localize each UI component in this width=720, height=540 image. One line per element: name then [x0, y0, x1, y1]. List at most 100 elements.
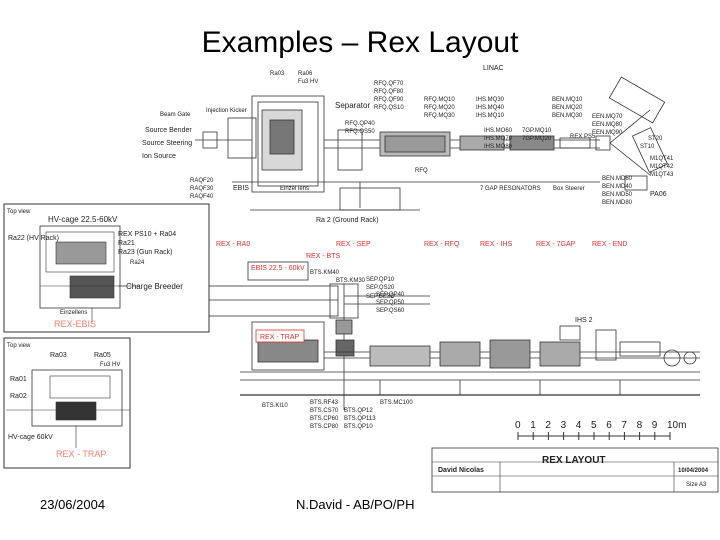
top-labels: LINAC Ra03 Ra06 Fu3 HV Beam Gate Injecti… [142, 65, 674, 224]
svg-text:EEN.MQ90: EEN.MQ90 [592, 130, 623, 136]
svg-text:RFQ.QF90: RFQ.QF90 [374, 97, 404, 103]
svg-text:BTS.CP60: BTS.CP60 [310, 416, 339, 422]
svg-text:HV-cage 22.5-60kV: HV-cage 22.5-60kV [48, 215, 118, 224]
svg-text:RFQ.QS10: RFQ.QS10 [374, 105, 404, 111]
svg-text:SEP.QS60: SEP.QS60 [376, 308, 405, 314]
svg-text:Fu3 HV: Fu3 HV [298, 79, 318, 85]
svg-text:REX - IHS: REX - IHS [480, 241, 513, 248]
svg-text:Source Steering: Source Steering [142, 140, 192, 147]
svg-text:Ra05: Ra05 [94, 352, 111, 359]
svg-text:Injection Kicker: Injection Kicker [206, 108, 247, 114]
svg-text:Beam Gate: Beam Gate [160, 112, 191, 118]
svg-text:REX - SEP: REX - SEP [336, 241, 371, 248]
scale-label: 6 [606, 420, 612, 431]
scale-label: 10m [667, 420, 686, 431]
svg-text:BTS.CP80: BTS.CP80 [310, 424, 339, 430]
svg-text:Ra03: Ra03 [50, 352, 67, 359]
svg-text:IHS.MO60: IHS.MO60 [484, 128, 513, 134]
slide-title: Examples – Rex Layout [201, 26, 519, 59]
svg-text:Box Steerer: Box Steerer [553, 186, 585, 192]
svg-text:REX PS10 + Ra04: REX PS10 + Ra04 [118, 231, 176, 238]
svg-text:ST10: ST10 [640, 144, 655, 150]
svg-text:BTS.KI10: BTS.KI10 [262, 403, 288, 409]
title-block: David Nicolas REX LAYOUT 10/04/2004 Size… [431, 447, 719, 493]
svg-text:M1QT41: M1QT41 [650, 156, 674, 162]
svg-text:BEN.MD40: BEN.MD40 [602, 184, 633, 190]
svg-text:BEN.MQ10: BEN.MQ10 [552, 97, 583, 103]
svg-text:REX - RFQ: REX - RFQ [424, 241, 460, 248]
side-elevation [207, 261, 700, 410]
scale-label: 9 [652, 420, 658, 431]
scale-label: 4 [576, 420, 582, 431]
svg-text:Charge Breeder: Charge Breeder [126, 282, 183, 291]
svg-text:RFQ: RFQ [415, 168, 428, 174]
scale-label: 7 [621, 420, 627, 431]
svg-text:IHS.MQ40: IHS.MQ40 [476, 105, 505, 111]
svg-text:RAQF40: RAQF40 [190, 194, 214, 200]
svg-text:IHS.MQ10: IHS.MQ10 [476, 113, 505, 119]
svg-text:LINAC: LINAC [483, 65, 504, 72]
svg-text:EBIS 22.5 - 60kV: EBIS 22.5 - 60kV [251, 265, 305, 272]
svg-text:M1QT43: M1QT43 [650, 172, 674, 178]
inset-rex-ebis: Top view HV-cage 22.5-60kV Ra22 (HV Rack… [3, 203, 210, 333]
top-layout [195, 76, 669, 211]
svg-text:REX LAYOUT: REX LAYOUT [542, 455, 606, 466]
svg-text:IHS.MO70: IHS.MO70 [484, 136, 513, 142]
svg-text:David Nicolas: David Nicolas [438, 467, 484, 474]
svg-text:Ra24: Ra24 [130, 260, 145, 266]
svg-text:EBIS: EBIS [233, 185, 249, 192]
scale-label: 0 [515, 420, 521, 431]
svg-text:Ra21: Ra21 [118, 240, 135, 247]
svg-text:ST20: ST20 [648, 136, 663, 142]
svg-text:Einzel lens: Einzel lens [280, 186, 309, 192]
svg-text:HV-cage 60kV: HV-cage 60kV [8, 434, 53, 441]
svg-text:Ra03: Ra03 [270, 71, 285, 77]
scale-label: 2 [545, 420, 551, 431]
svg-text:RFQ.QF70: RFQ.QF70 [374, 81, 404, 87]
footer-date: 23/06/2004 [40, 497, 106, 512]
mid-labels: BTS.KM30 BTS.KM40 SEP.QP10 SEP.QS20 SEP.… [255, 270, 593, 430]
svg-text:BTS.MC100: BTS.MC100 [380, 400, 413, 406]
svg-text:BTS.QP113: BTS.QP113 [344, 416, 376, 422]
svg-text:REX - END: REX - END [592, 241, 627, 248]
svg-text:Ra23 (Gun Rack): Ra23 (Gun Rack) [118, 249, 172, 256]
svg-text:RFQ.MQ10: RFQ.MQ10 [424, 97, 455, 103]
svg-text:BTS.KM30: BTS.KM30 [336, 278, 366, 284]
section-labels: REX - RA0 REX - SEP REX - RFQ REX - IHS … [216, 241, 627, 272]
svg-text:7GP.MQ10: 7GP.MQ10 [522, 128, 552, 134]
svg-text:IHS.MO80: IHS.MO80 [484, 144, 513, 150]
svg-text:10/04/2004: 10/04/2004 [678, 468, 709, 474]
scale-label: 5 [591, 420, 597, 431]
svg-text:Size A3: Size A3 [686, 482, 707, 488]
svg-text:BTS.KM40: BTS.KM40 [310, 270, 340, 276]
svg-text:REX-EBIS: REX-EBIS [54, 319, 96, 329]
svg-text:SEP.QP10: SEP.QP10 [366, 277, 395, 283]
scale-label: 3 [561, 420, 567, 431]
svg-text:SEP.QS20: SEP.QS20 [366, 285, 395, 291]
svg-text:RFQ.MQ20: RFQ.MQ20 [424, 105, 455, 111]
svg-text:REX PS5: REX PS5 [570, 134, 596, 140]
svg-text:RFQ.QP40: RFQ.QP40 [345, 121, 375, 127]
svg-text:PA06: PA06 [650, 191, 667, 198]
svg-text:BTS.QP12: BTS.QP12 [344, 408, 373, 414]
svg-text:RFQ.MQ30: RFQ.MQ30 [424, 113, 455, 119]
svg-text:Ra02: Ra02 [10, 393, 27, 400]
svg-text:IHS.MQ30: IHS.MQ30 [476, 97, 505, 103]
svg-text:BTS.CS70: BTS.CS70 [310, 408, 339, 414]
svg-text:Ra 2 (Ground Rack): Ra 2 (Ground Rack) [316, 217, 379, 224]
svg-text:BTS.RF43: BTS.RF43 [310, 400, 339, 406]
inset-rex-trap: Top view Ra03 Ra05 Fu3 HV Ra01 Ra02 HV-c… [3, 337, 131, 469]
svg-text:Ra06: Ra06 [298, 71, 313, 77]
svg-text:7GP.MQ20: 7GP.MQ20 [522, 136, 552, 142]
svg-text:Einzellens: Einzellens [60, 310, 87, 316]
svg-text:REX - TRAP: REX - TRAP [56, 449, 106, 459]
svg-text:Top view: Top view [7, 343, 31, 349]
svg-text:BEN.MQ30: BEN.MQ30 [552, 113, 583, 119]
svg-text:SEP.QP50: SEP.QP50 [376, 300, 405, 306]
svg-text:Fu3 HV: Fu3 HV [100, 362, 120, 368]
svg-text:REX - TRAP: REX - TRAP [260, 334, 299, 341]
svg-text:REX - BTS: REX - BTS [306, 253, 341, 260]
svg-text:BEN.MQ20: BEN.MQ20 [552, 105, 583, 111]
svg-text:Ra22 (HV Rack): Ra22 (HV Rack) [8, 235, 59, 242]
